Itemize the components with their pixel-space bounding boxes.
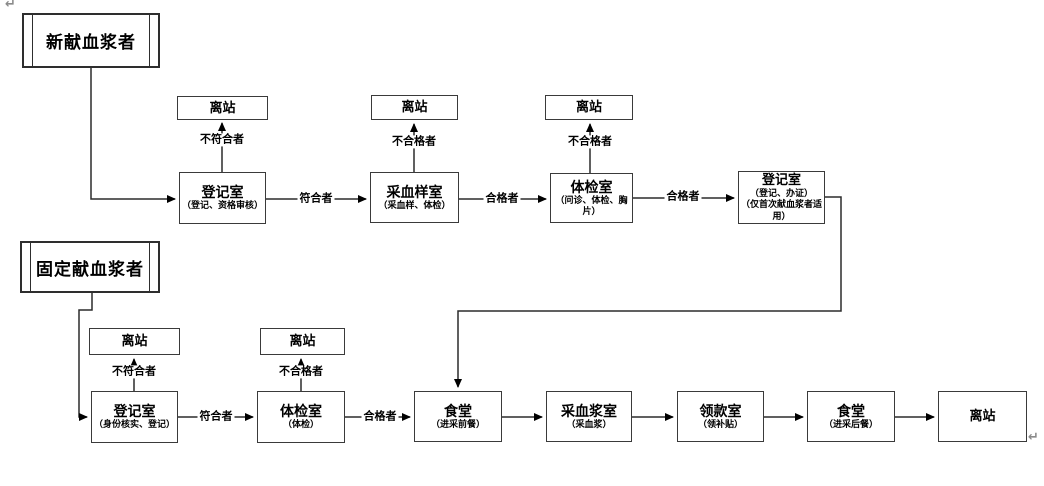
node-subtitle: （身份核实、登记） [93,419,175,430]
edge-label-meet-2: 符合者 [197,410,235,424]
edge-label-meet-1: 符合者 [297,192,335,206]
edge-label-not-meet-1: 不符合者 [198,133,246,147]
edge-label-not-qualified-3: 不合格者 [277,365,325,379]
node-subtitle: （进采后餐） [823,418,878,429]
node-subtitle: （登记、资格审核） [181,200,263,211]
start-node-label: 新献血浆者 [46,33,136,52]
node-title: 离站 [401,99,428,115]
node-subtitle: （体检） [282,419,319,430]
node-subtitle: （采血样、体检） [378,199,451,210]
inner-bar-right [149,243,150,291]
node-subtitle: （采血浆） [566,418,612,429]
edge-label-qualified-2: 合格者 [664,190,702,204]
start-node-regular-donor: 固定献血浆者 [20,241,160,293]
edge-label-not-qualified-2: 不合格者 [566,135,614,149]
node-blood-sample-room: 采血样室 （采血样、体检） [370,172,459,223]
inner-bar-left [32,15,33,66]
paragraph-mark-bottom-right: ↵ [1028,429,1039,444]
node-exit-2: 离站 [371,95,458,120]
inner-bar-left [30,243,31,291]
node-registration-2: 登记室 （登记、办证） （仅首次献血浆者适用） [738,171,825,224]
node-exit-3: 离站 [545,95,633,120]
node-exit-4: 离站 [89,328,180,355]
node-plasma-collection-room: 采血浆室 （采血浆） [546,391,632,442]
node-title: 采血样室 [386,183,443,200]
node-payment-room: 领款室 （领补贴） [677,391,764,442]
node-subtitle-2: （仅首次献血浆者适用） [740,199,822,221]
node-title: 采血浆室 [561,402,617,419]
node-exit-1: 离站 [177,96,268,120]
node-title: 登记室 [113,403,156,420]
node-title: 体检室 [280,403,322,420]
node-title: 食堂 [837,402,865,419]
node-subtitle: （问诊、体检、胸片） [555,194,628,217]
node-title: 登记室 [761,172,801,188]
node-title: 离站 [575,99,602,115]
edge-label-qualified-3: 合格者 [361,410,399,424]
start-node-label: 固定献血浆者 [36,259,144,279]
node-subtitle: （领补贴） [697,418,743,429]
node-title: 体检室 [570,178,613,195]
node-registration-1: 登记室 （登记、资格审核） [179,172,266,224]
node-title: 离站 [209,99,236,115]
edge-label-qualified-1: 合格者 [483,192,521,206]
node-title: 领款室 [699,402,742,419]
node-registration-3: 登记室 （身份核实、登记） [91,391,178,443]
node-subtitle: （进采前餐） [430,418,485,429]
node-physical-exam-2: 体检室 （体检） [257,391,345,443]
node-physical-exam-1: 体检室 （问诊、体检、胸片） [550,173,633,223]
node-subtitle: （登记、办证） [749,188,813,199]
node-canteen-1: 食堂 （进采前餐） [414,391,502,442]
paragraph-mark-top-left: ↵ [5,0,16,11]
node-exit-final: 离站 [938,391,1027,442]
node-title: 离站 [289,333,316,349]
start-node-new-donor: 新献血浆者 [22,13,160,68]
node-title: 食堂 [444,402,472,419]
edge-label-not-meet-2: 不符合者 [110,365,158,379]
node-canteen-2: 食堂 （进采后餐） [807,391,895,442]
inner-bar-right [149,15,150,66]
edge-label-not-qualified-1: 不合格者 [390,135,438,149]
node-title: 离站 [121,333,148,349]
node-title: 离站 [969,408,996,424]
node-title: 登记室 [201,184,244,201]
node-exit-5: 离站 [260,328,345,355]
